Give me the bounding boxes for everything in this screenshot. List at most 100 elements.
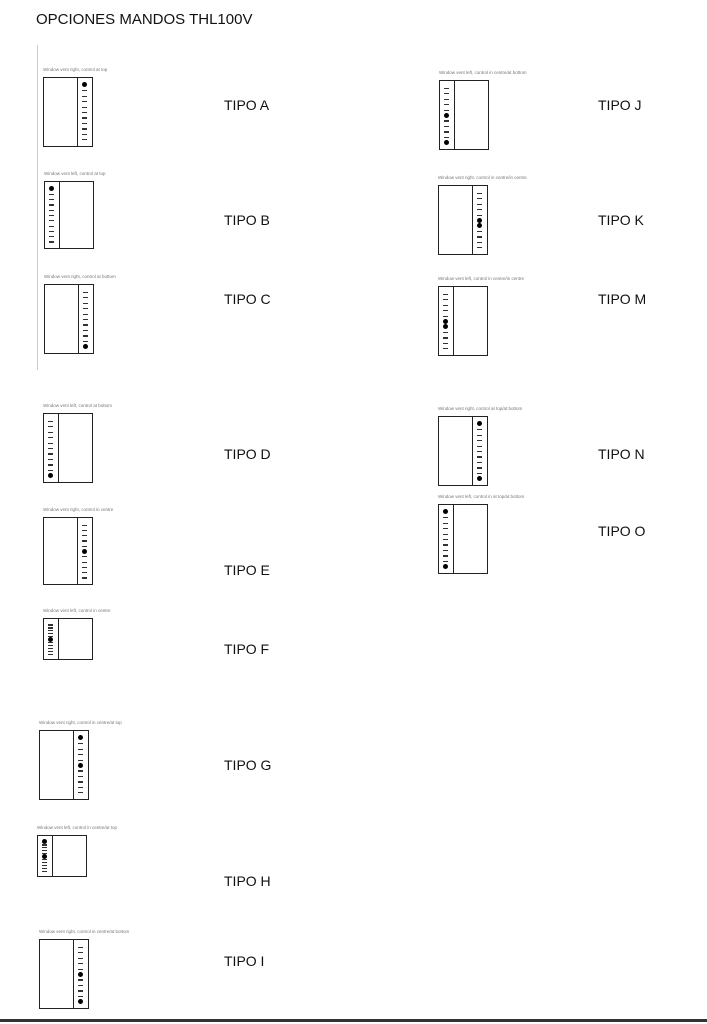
window-diagram <box>438 185 488 255</box>
slot-line <box>78 754 83 756</box>
slot-line <box>48 464 53 466</box>
slot-line <box>49 204 54 206</box>
slot-line <box>443 539 448 541</box>
slot-line <box>78 957 83 959</box>
slot-line <box>444 93 449 95</box>
control-strip <box>77 78 92 146</box>
control-dot <box>442 318 448 324</box>
slot-line <box>42 847 47 849</box>
slot-line <box>443 304 448 306</box>
control-strip <box>440 81 455 149</box>
slot-line <box>82 577 87 579</box>
slot-line <box>477 241 482 243</box>
label-tipo-j: TIPO J <box>598 97 642 113</box>
slot-line <box>78 952 83 954</box>
control-dot <box>81 82 87 88</box>
window-diagram <box>44 284 94 354</box>
slot-line <box>48 633 53 635</box>
diagram-caption: Window vent left, control in centre/at t… <box>37 825 118 830</box>
slot-line <box>83 340 88 342</box>
window-diagram <box>39 730 89 800</box>
control-strip <box>439 287 454 355</box>
slot-line <box>443 315 448 317</box>
diagram-caption: Window vent left, control at top <box>44 171 106 176</box>
slot-line <box>48 641 53 644</box>
slot-line <box>49 241 54 243</box>
slot-line <box>49 225 54 227</box>
slot-line <box>477 203 482 205</box>
window-diagram <box>43 618 93 660</box>
window-diagram <box>438 416 488 486</box>
label-tipo-d: TIPO D <box>224 446 271 462</box>
slot-line <box>477 214 482 216</box>
slot-line <box>477 209 482 211</box>
slot-line <box>477 461 482 464</box>
slot-line <box>443 549 448 552</box>
control-strip <box>44 619 59 659</box>
slot-line <box>477 467 482 469</box>
slot-line <box>49 215 54 217</box>
slot-line <box>48 448 53 450</box>
label-tipo-o: TIPO O <box>598 523 646 539</box>
slot-line <box>82 535 87 537</box>
slot-line <box>48 650 53 652</box>
slot-line <box>477 440 482 442</box>
slot-line <box>48 458 53 461</box>
control-strip <box>73 731 88 799</box>
slot-line <box>444 87 449 89</box>
control-dot <box>48 186 54 192</box>
slot-line <box>42 867 47 869</box>
control-dot <box>443 139 449 145</box>
diagram-caption: Window vent right, control at top/at bot… <box>438 406 523 411</box>
label-tipo-n: TIPO N <box>598 446 645 462</box>
control-dot <box>77 762 83 768</box>
control-dot <box>82 343 88 349</box>
label-tipo-h: TIPO H <box>224 873 271 889</box>
slot-line <box>82 540 87 542</box>
slot-line <box>48 453 53 455</box>
slot-line <box>48 647 53 649</box>
control-strip <box>45 182 60 248</box>
diagram-caption: Window vent right, control at top <box>43 67 108 72</box>
slot-line <box>42 864 47 866</box>
window-diagram <box>438 504 488 574</box>
slot-line <box>78 979 83 981</box>
slot-line <box>82 122 87 125</box>
control-strip <box>439 505 454 573</box>
slot-line <box>78 748 83 750</box>
slot-line <box>477 247 482 249</box>
slot-line <box>82 117 87 119</box>
diagram-caption: Window vent right, control at bottom <box>44 274 116 279</box>
slot-line <box>48 437 53 439</box>
control-strip <box>472 417 487 485</box>
slot-line <box>443 533 448 535</box>
slot-line <box>444 136 449 138</box>
control-dot <box>41 838 47 844</box>
slot-line <box>444 109 449 111</box>
label-tipo-m: TIPO M <box>598 291 647 307</box>
slot-line <box>82 90 87 92</box>
slot-line <box>82 561 87 563</box>
slot-line <box>443 544 448 546</box>
control-dot <box>476 475 482 481</box>
slot-line <box>477 472 482 474</box>
slot-line <box>78 990 83 992</box>
diagram-caption: Window vent right, control in centre/at … <box>39 720 122 725</box>
bottom-rule <box>0 1019 707 1022</box>
slot-line <box>83 319 88 321</box>
slot-line <box>477 230 482 233</box>
slot-line <box>477 445 482 447</box>
label-tipo-c: TIPO C <box>224 291 271 307</box>
slot-line <box>443 342 448 344</box>
slot-line <box>49 230 54 232</box>
slot-line <box>48 431 53 433</box>
slot-line <box>477 429 482 431</box>
slot-line <box>82 106 87 108</box>
slot-line <box>82 572 87 574</box>
slot-line <box>42 850 47 852</box>
slot-line <box>443 299 448 301</box>
slot-line <box>48 426 53 428</box>
control-dot <box>442 509 448 515</box>
slot-line <box>83 335 88 337</box>
slot-line <box>49 193 54 196</box>
